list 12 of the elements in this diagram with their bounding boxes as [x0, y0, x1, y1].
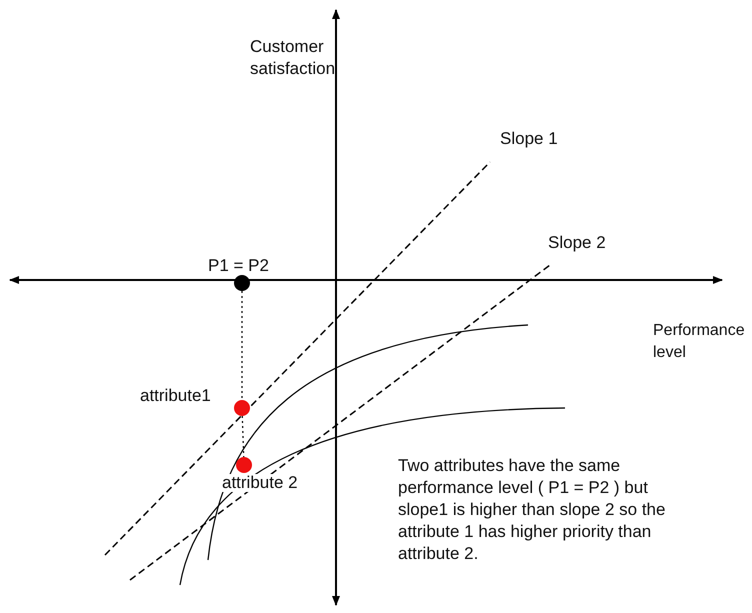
slope-label: Slope 1: [500, 128, 559, 150]
point-label: P1 = P2: [208, 255, 270, 277]
dotted-line: [241, 291, 243, 400]
data-point: [234, 275, 250, 291]
slope-label: Slope 2: [548, 232, 607, 254]
data-point: [236, 457, 252, 473]
point-label: attribute1: [140, 385, 212, 407]
point-label: attribute 2: [222, 474, 298, 492]
data-point: [234, 400, 250, 416]
axis-title: Performance level: [653, 321, 746, 363]
axis-title: Customer satisfaction: [250, 36, 336, 80]
dotted-line: [242, 416, 244, 458]
